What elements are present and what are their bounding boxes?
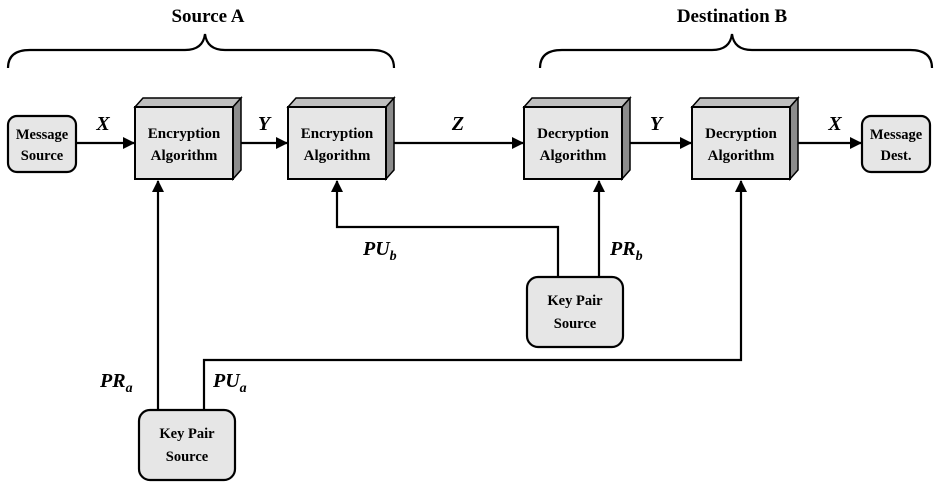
key-pair-source-b-box [525,275,625,349]
encryption-algorithm-1-label-line2: Algorithm [151,148,218,164]
label-pu-b: PUb [362,238,397,264]
message-source-label-line2: Source [21,148,64,164]
decryption-algorithm-2-label-line1: Decryption [705,126,777,142]
label-z: Z [451,113,464,135]
encryption-algorithm-2-label-line2: Algorithm [304,148,371,164]
message-source-label-line1: Message [16,127,69,143]
decryption-algorithm-1-label-line2: Algorithm [540,148,607,164]
encryption-algorithm-1-box [133,96,243,181]
label-x-in: X [95,113,110,135]
encryption-algorithm-2-label-line1: Encryption [301,126,374,142]
encryption-algorithm-1-label-line1: Encryption [148,126,221,142]
label-y-destination: Y [650,113,664,135]
encryption-algorithm-2-box [286,96,396,181]
source-a-brace [6,33,396,69]
message-dest-box [860,114,932,174]
label-pu-a-base: PU [212,370,241,392]
label-pu-a-sub: a [240,381,247,396]
key-pair-source-b-label-line1: Key Pair [547,293,603,309]
decryption-algorithm-2-label-line2: Algorithm [708,148,775,164]
label-pr-a: PRa [99,370,133,396]
label-x-out: X [827,113,842,135]
key-pair-source-a-label-line1: Key Pair [159,426,215,442]
label-y-source: Y [258,113,272,135]
destination-b-brace [538,33,934,69]
decryption-algorithm-1-box [522,96,632,181]
label-pu-a: PUa [212,370,247,396]
label-pr-b-sub: b [636,249,643,264]
source-a-header: Source A [171,6,244,27]
decryption-algorithm-1-label-line1: Decryption [537,126,609,142]
destination-b-header: Destination B [677,6,788,27]
label-pu-b-base: PU [362,238,391,260]
label-pr-b: PRb [609,238,643,264]
decryption-algorithm-2-box [690,96,800,181]
label-pr-a-base: PR [99,370,126,392]
key-pair-source-a-box [137,408,237,482]
arrow-pu-a [202,180,747,410]
key-pair-source-b-label-line2: Source [554,316,597,332]
label-pu-b-sub: b [390,249,397,264]
key-pair-source-a-label-line2: Source [166,449,209,465]
message-dest-label-line1: Message [870,127,923,143]
arrow-pu-b [331,180,560,277]
message-dest-label-line2: Dest. [880,148,911,164]
label-pr-b-base: PR [609,238,636,260]
label-pr-a-sub: a [126,381,133,396]
